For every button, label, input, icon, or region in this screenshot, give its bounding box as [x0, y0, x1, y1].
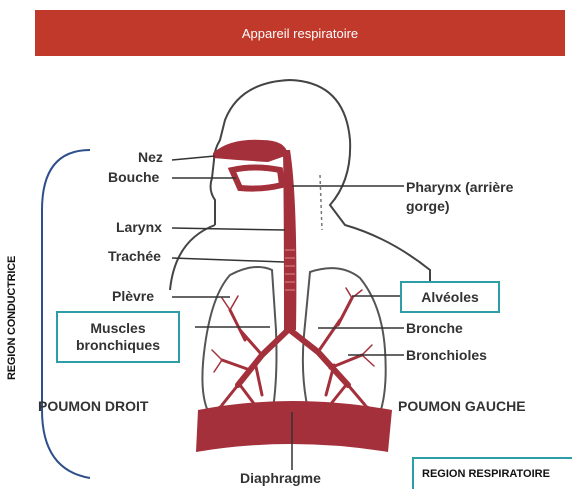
label-bronchioles: Bronchioles — [406, 347, 487, 363]
label-plevre: Plèvre — [112, 288, 154, 304]
right-lung — [202, 267, 276, 415]
neck-line — [320, 175, 322, 230]
label-pharynx: Pharynx (arrière gorge) — [406, 178, 556, 216]
label-poumon-gauche: POUMON GAUCHE — [398, 398, 526, 414]
region-respiratoire-box: REGION RESPIRATOIRE — [412, 457, 572, 489]
label-diaphragme: Diaphragme — [240, 470, 321, 486]
nasal-cavity — [213, 140, 288, 162]
trachea — [283, 150, 296, 330]
label-nez: Nez — [138, 149, 163, 165]
region-conductrice-label: REGION CONDUCTRICE — [6, 210, 18, 380]
label-alveoles: Alvéoles — [400, 281, 500, 313]
label-muscles-bronchiques: Muscles bronchiques — [56, 311, 180, 363]
label-trachee: Trachée — [108, 248, 161, 264]
label-larynx: Larynx — [116, 219, 162, 235]
body-outline — [170, 80, 430, 290]
oral-cavity — [232, 168, 282, 189]
region-respiratoire-label: REGION RESPIRATOIRE — [422, 468, 550, 480]
label-bouche: Bouche — [108, 169, 159, 185]
label-poumon-droit: POUMON DROIT — [38, 398, 148, 414]
diaphragm — [196, 401, 392, 452]
label-bronche: Bronche — [406, 320, 463, 336]
left-lung — [303, 268, 386, 418]
